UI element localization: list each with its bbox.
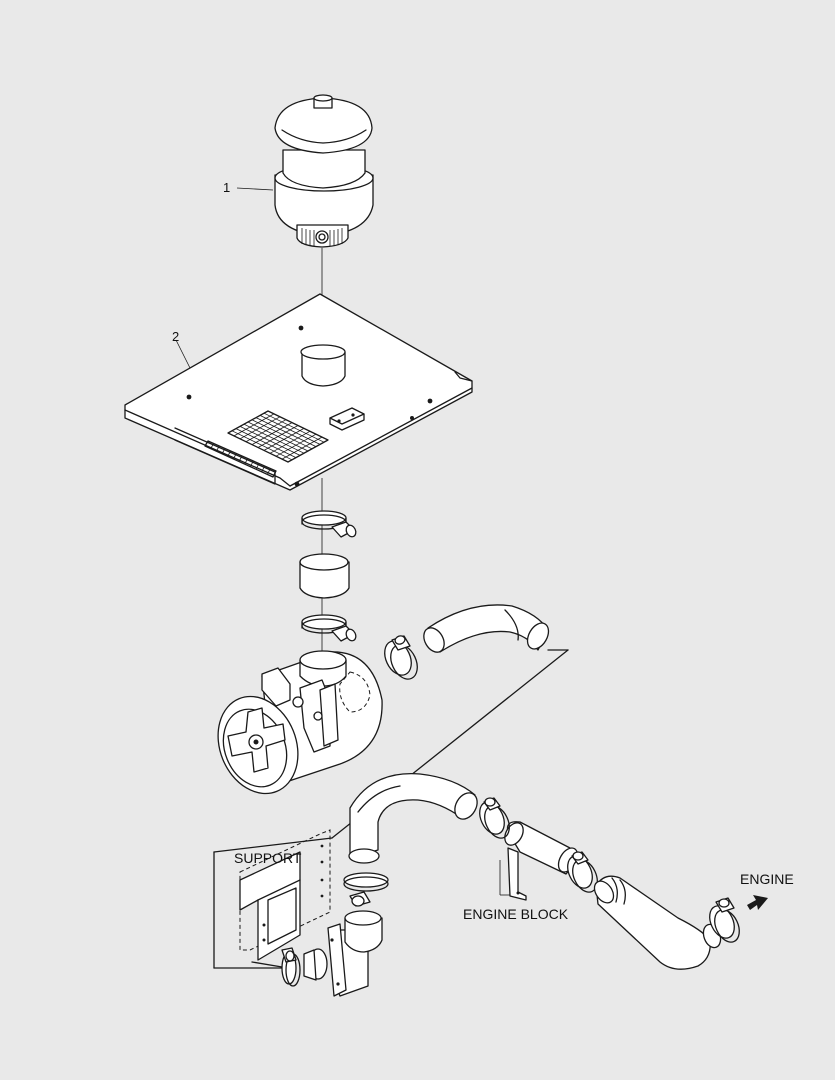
hose-clamp-upper — [301, 510, 357, 538]
hose-clamp-mid-1 — [479, 797, 510, 839]
callout-2: 2 — [172, 329, 180, 344]
hose-clamp-engine — [709, 897, 740, 943]
curved-hose-upper — [423, 604, 550, 653]
hose-clamp-bottom — [281, 947, 301, 987]
hose-clamp-elbow — [384, 635, 418, 680]
hose-clamp-lower — [301, 614, 357, 642]
hose-clamp-support — [343, 872, 389, 907]
hose-to-engine — [593, 875, 722, 970]
support-elbow — [303, 910, 383, 997]
label-engine-block: ENGINE BLOCK — [463, 906, 569, 922]
long-hose-lower — [348, 772, 478, 864]
rubber-sleeve — [299, 553, 350, 599]
support-bracket — [239, 829, 331, 961]
label-support: SUPPORT — [234, 850, 302, 866]
hose-clamp-mid-2 — [567, 851, 598, 893]
engine-arrow-icon — [747, 895, 768, 910]
air-cleaner-housing — [217, 650, 383, 795]
hood-panel-item-2 — [124, 293, 473, 491]
precleaner-item-1 — [236, 94, 374, 248]
callout-1: 1 — [223, 180, 231, 195]
label-engine: ENGINE — [740, 871, 794, 887]
